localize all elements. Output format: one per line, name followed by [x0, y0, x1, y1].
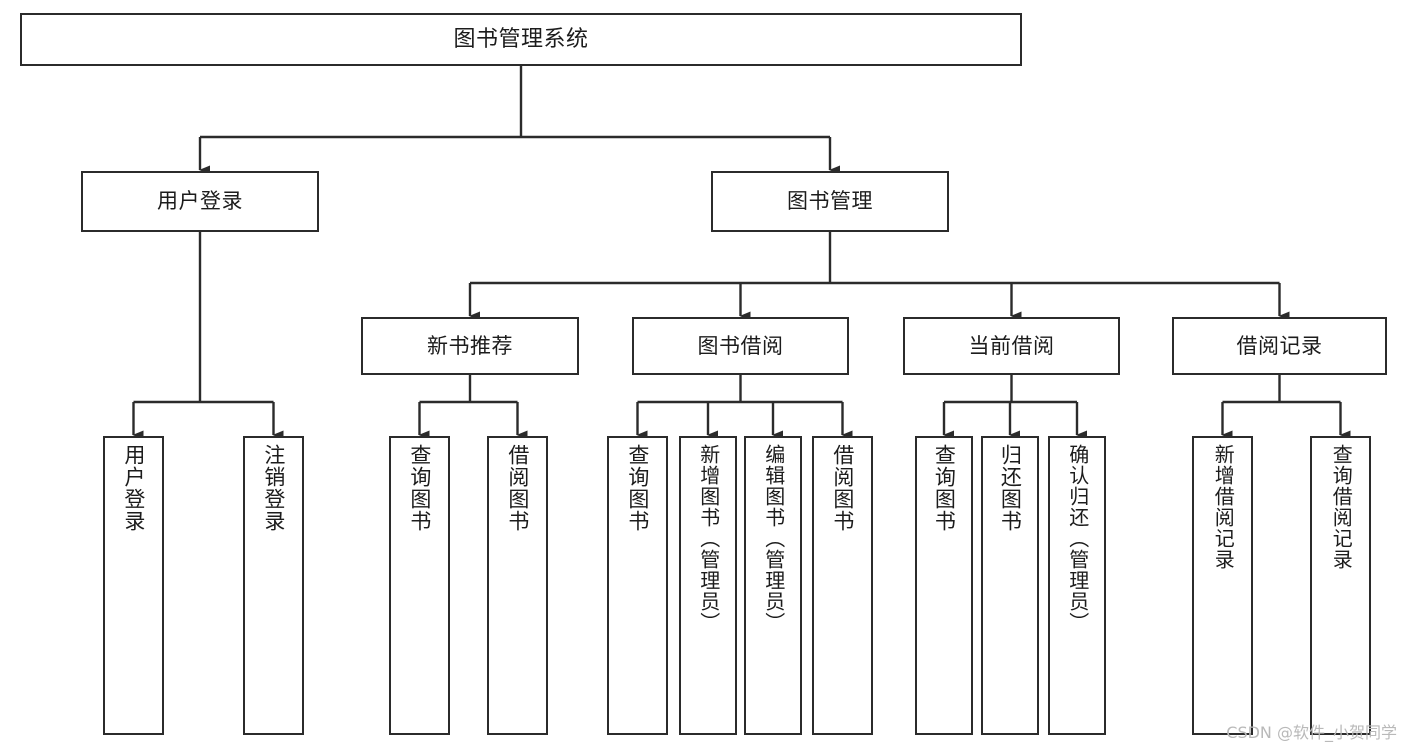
watermark-text: CSDN @软件_小贺同学 — [1226, 723, 1397, 742]
node-label: 查询图书 — [932, 444, 957, 532]
node-label: 图书借阅 — [697, 333, 784, 358]
node-l4-c1[interactable]: 查询图书 — [607, 436, 668, 735]
node-l4-a2[interactable]: 注销登录 — [243, 436, 304, 735]
node-l4-a1[interactable]: 用户登录 — [103, 436, 164, 735]
node-l4-e1[interactable]: 新增借阅记录 — [1192, 436, 1253, 735]
node-label: 图书管理系统 — [453, 26, 589, 52]
node-label: 当前借阅 — [968, 333, 1055, 358]
node-label: 确认归还（管理员） — [1065, 444, 1090, 633]
node-label: 归还图书 — [998, 444, 1023, 532]
node-label: 借阅图书 — [505, 444, 530, 532]
node-label: 用户登录 — [157, 189, 243, 213]
node-l4-c2[interactable]: 新增图书（管理员） — [679, 436, 737, 735]
node-label: 编辑图书（管理员） — [761, 444, 786, 633]
node-l4-c4[interactable]: 借阅图书 — [812, 436, 873, 735]
node-l3-record[interactable]: 借阅记录 — [1172, 317, 1387, 375]
node-label: 新书推荐 — [427, 333, 513, 358]
node-label: 借阅记录 — [1236, 333, 1323, 358]
node-label: 新增图书（管理员） — [696, 444, 721, 633]
node-label: 查询图书 — [625, 444, 650, 532]
node-label: 注销登录 — [261, 444, 286, 532]
node-label: 图书管理 — [787, 189, 873, 213]
node-l3-borrow[interactable]: 图书借阅 — [632, 317, 849, 375]
node-l3-current[interactable]: 当前借阅 — [903, 317, 1120, 375]
node-l2-login[interactable]: 用户登录 — [81, 171, 319, 232]
node-l4-d3[interactable]: 确认归还（管理员） — [1048, 436, 1106, 735]
node-label: 新增借阅记录 — [1211, 444, 1236, 570]
node-l4-e2[interactable]: 查询借阅记录 — [1310, 436, 1371, 735]
node-label: 用户登录 — [121, 444, 146, 532]
node-label: 查询图书 — [407, 444, 432, 532]
node-l4-c3[interactable]: 编辑图书（管理员） — [744, 436, 802, 735]
node-l2-books[interactable]: 图书管理 — [711, 171, 949, 232]
node-l4-b1[interactable]: 查询图书 — [389, 436, 450, 735]
node-l4-d1[interactable]: 查询图书 — [915, 436, 973, 735]
node-root[interactable]: 图书管理系统 — [20, 13, 1022, 66]
node-label: 借阅图书 — [830, 444, 855, 532]
node-l4-b2[interactable]: 借阅图书 — [487, 436, 548, 735]
node-label: 查询借阅记录 — [1329, 444, 1354, 570]
node-l4-d2[interactable]: 归还图书 — [981, 436, 1039, 735]
node-l3-new[interactable]: 新书推荐 — [361, 317, 579, 375]
